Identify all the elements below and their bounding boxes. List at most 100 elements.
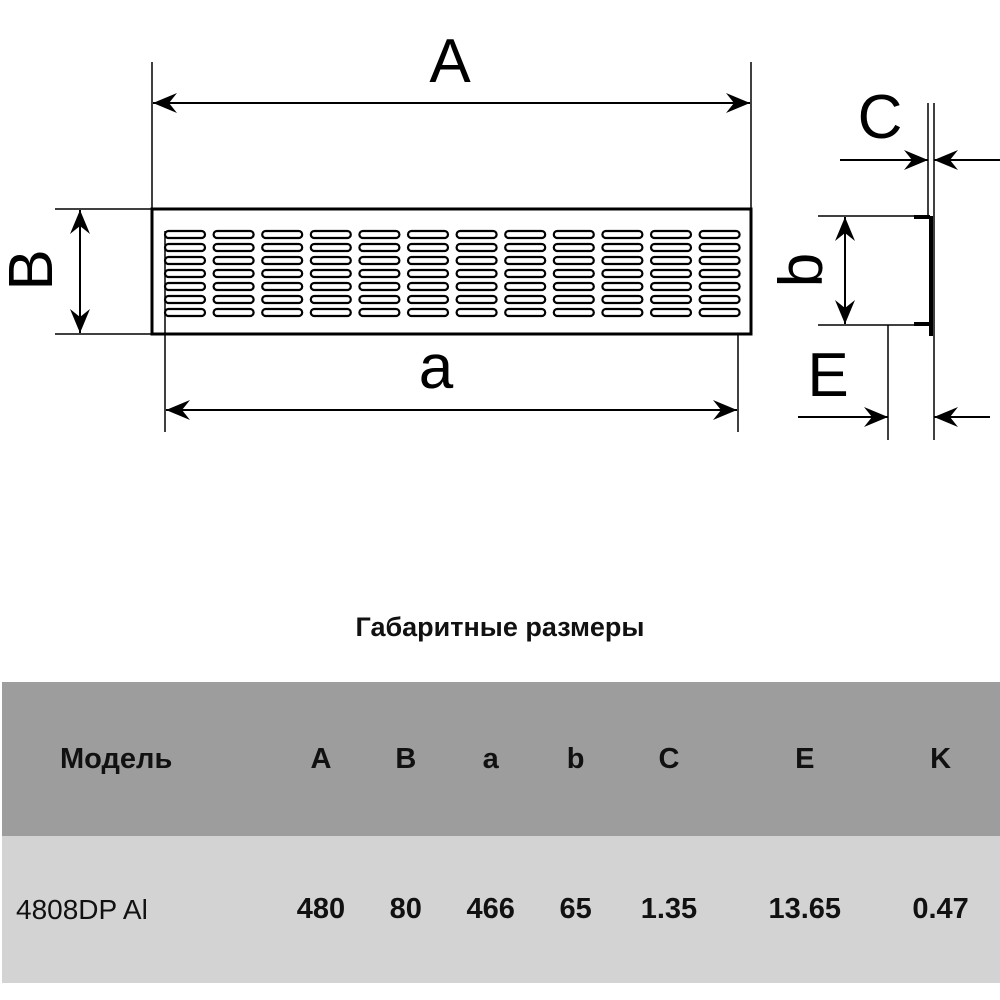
- grille-slot: [163, 294, 207, 305]
- grille-slot: [261, 229, 304, 240]
- label-a: a: [419, 333, 454, 402]
- grille-slot: [455, 307, 498, 318]
- grille-slot: [649, 242, 693, 253]
- grille-slot: [552, 281, 595, 292]
- grille-slot: [358, 229, 401, 240]
- grille-slot: [358, 242, 401, 253]
- grille-slot: [309, 307, 352, 318]
- grille-slot: [455, 229, 498, 240]
- grille-slot: [504, 307, 547, 318]
- grille-slot: [261, 255, 304, 266]
- grille-slot: [504, 281, 547, 292]
- grille-slot: [406, 229, 450, 240]
- cell-a: 466: [466, 893, 515, 925]
- cell-b: 65: [559, 893, 592, 925]
- grille-slot: [261, 242, 304, 253]
- grille-outline: [150, 207, 753, 336]
- grille-slot: [698, 294, 741, 305]
- grille-slot: [455, 268, 498, 279]
- grille-slot: [552, 242, 595, 253]
- grille-slot: [601, 281, 644, 292]
- grille-slot: [406, 307, 450, 318]
- header-b: b: [566, 742, 585, 775]
- grille-slot: [309, 281, 352, 292]
- table-header-row: Модель A B a b C E K: [2, 682, 1000, 836]
- grille-slot: [358, 281, 401, 292]
- grille-slot: [212, 229, 255, 240]
- grille-slot: [309, 242, 352, 253]
- grille-slot: [455, 255, 498, 266]
- cell-C: 1.35: [640, 893, 698, 925]
- grille-slot: [163, 307, 207, 318]
- grille-slot: [455, 242, 498, 253]
- grille-slot: [698, 242, 741, 253]
- header-E: E: [795, 742, 815, 775]
- grille-slot: [601, 307, 644, 318]
- grille-slot: [358, 268, 401, 279]
- grille-slot: [698, 229, 741, 240]
- grille-slot: [406, 255, 450, 266]
- grille-slot: [552, 294, 595, 305]
- grille-slot: [358, 294, 401, 305]
- grille-slot: [504, 242, 547, 253]
- grille-slot: [309, 294, 352, 305]
- grille-slot: [212, 281, 255, 292]
- grille-slot: [649, 229, 693, 240]
- grille-slot: [504, 268, 547, 279]
- grille-slot: [649, 307, 693, 318]
- grille-slot: [163, 281, 207, 292]
- grille-slot: [163, 229, 207, 240]
- grille-slot: [261, 294, 304, 305]
- section-title: Габаритные размеры: [355, 612, 645, 642]
- grille-slot: [601, 229, 644, 240]
- grille-slot: [212, 294, 255, 305]
- cell-K: 0.47: [912, 893, 969, 925]
- header-B: B: [395, 742, 417, 775]
- grille-slot: [309, 229, 352, 240]
- grille-slot: [601, 268, 644, 279]
- header-model: Модель: [60, 742, 173, 775]
- grille-slot: [261, 281, 304, 292]
- label-A: A: [429, 27, 471, 96]
- grille-slot: [455, 294, 498, 305]
- grille-slot: [455, 281, 498, 292]
- grille-slot: [601, 255, 644, 266]
- grille-slot: [406, 268, 450, 279]
- grille-slot: [406, 281, 450, 292]
- header-K: K: [930, 742, 952, 775]
- grille-slot: [698, 268, 741, 279]
- grille-slot: [698, 255, 741, 266]
- grille-slot: [309, 255, 352, 266]
- header-a: a: [482, 742, 499, 775]
- grille-slot: [601, 294, 644, 305]
- grille-slot: [212, 255, 255, 266]
- cell-E: 13.65: [768, 893, 842, 925]
- grille-slot: [309, 268, 352, 279]
- grille-slots: [163, 229, 741, 318]
- grille-slot: [698, 307, 741, 318]
- grille-slot: [504, 294, 547, 305]
- grille-slot: [552, 255, 595, 266]
- grille-slot: [163, 255, 207, 266]
- grille-slot: [406, 242, 450, 253]
- grille-slot: [504, 255, 547, 266]
- label-B: B: [0, 249, 66, 290]
- grille-slot: [261, 268, 304, 279]
- grille-slot: [212, 268, 255, 279]
- grille-slot: [163, 268, 207, 279]
- label-b: b: [767, 253, 836, 287]
- cell-A: 480: [296, 893, 346, 925]
- grille-slot: [649, 268, 693, 279]
- grille-slot: [358, 255, 401, 266]
- grille-slot: [552, 268, 595, 279]
- table-row: 4808DP Al 480 80 466 65 1.35 13.65 0.47: [2, 836, 1000, 983]
- grille-slot: [212, 307, 255, 318]
- grille-slot: [649, 255, 693, 266]
- grille-slot: [552, 307, 595, 318]
- grille-slot: [649, 294, 693, 305]
- grille-slot: [504, 229, 547, 240]
- grille-slot: [358, 307, 401, 318]
- grille-slot: [212, 242, 255, 253]
- technical-drawing: A B a b C E: [0, 27, 1000, 440]
- grille-slot: [698, 281, 741, 292]
